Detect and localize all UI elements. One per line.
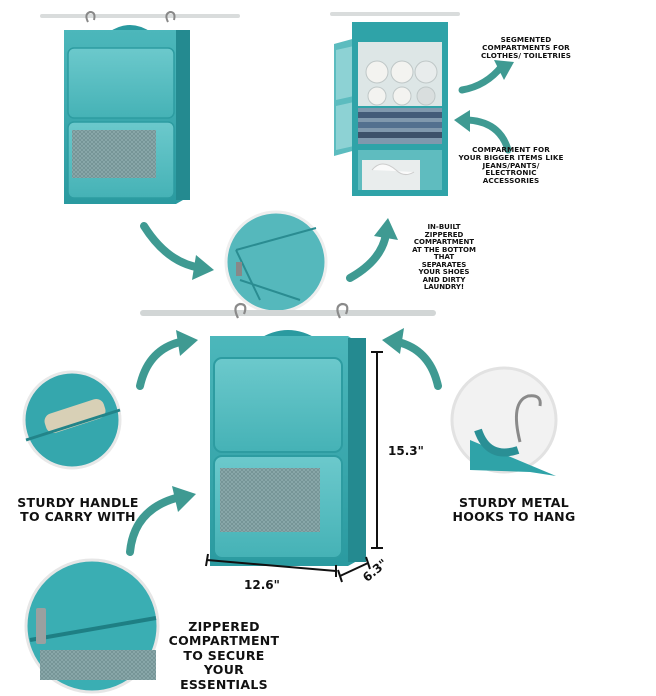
label-line: ESSENTIALS [180,676,268,692]
label-line: IN-BUILT [427,223,461,231]
label-line: SEPARATES [421,260,467,269]
label-line: ZIPPERED [188,619,260,634]
label-line: COMPARTMENT [168,633,280,649]
label-line: COMPARMENT FOR [472,145,550,154]
label-line: TO CARRY WITH [20,509,136,525]
label-line: CLOTHES/ TOILETRIES [480,50,572,60]
label-bigger-items-compartment: COMPARMENT FOR YOUR BIGGER ITEMS LIKE JE… [452,146,570,185]
label-line: ACCESSORIES [482,176,540,186]
label-inbuilt-zippered-compartment: IN-BUILT ZIPPERED COMPARTMENT AT THE BOT… [404,223,484,292]
dimension-height: 15.3" [388,444,424,458]
label-line: ZIPPERED [424,230,464,239]
label-line: COMPARTMENTS FOR [482,42,570,52]
label-line: COMPARTMENT [413,238,475,247]
label-line: STURDY HANDLE [17,495,139,510]
label-line: THAT [433,253,455,262]
label-line: ELECTRONIC [485,168,537,178]
label-line: STURDY METAL [459,495,569,510]
label-sturdy-hooks: STURDY METAL HOOKS TO HANG [444,495,584,525]
label-line: LAUNDRY! [423,283,465,292]
label-segmented-compartments: SEGMENTED COMPARTMENTS FOR CLOTHES/ TOIL… [468,36,584,59]
label-line: SEGMENTED [500,35,552,44]
label-line: HOOKS TO HANG [452,509,576,525]
label-line: YOUR BIGGER ITEMS LIKE [458,152,564,162]
label-sturdy-handle: STURDY HANDLE TO CARRY WITH [0,495,156,525]
label-line: TO SECURE [183,647,265,663]
dimension-width: 12.6" [244,578,280,592]
label-line: AND DIRTY [422,275,466,284]
label-line: YOUR SHOES [418,268,470,277]
label-zippered-essentials: ZIPPERED COMPARTMENT TO SECURE YOUR ESSE… [158,619,290,692]
label-line: YOUR [203,662,245,678]
label-line: JEANS/PANTS/ [482,160,540,170]
label-line: AT THE BOTTOM [412,245,476,254]
